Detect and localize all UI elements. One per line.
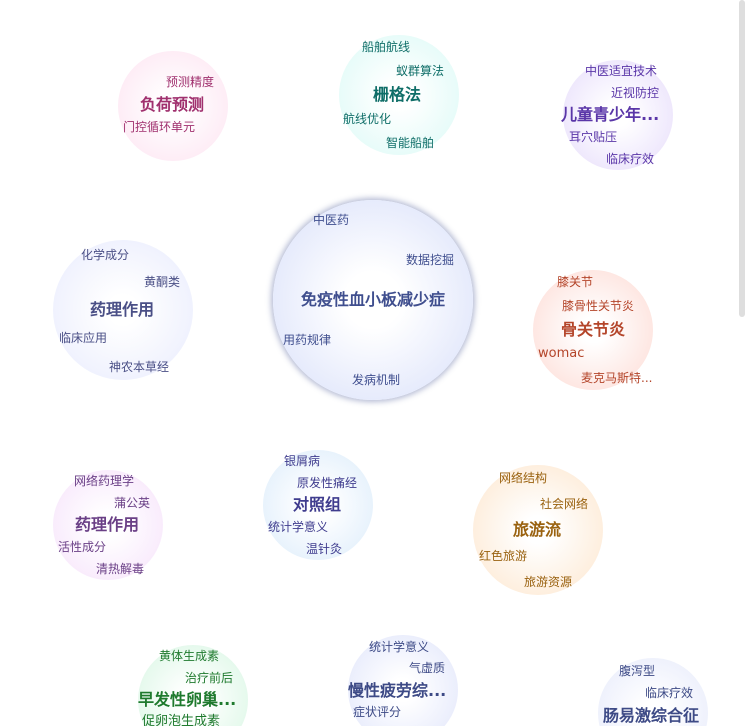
topic-title[interactable]: 栅格法 — [373, 85, 422, 104]
keyword[interactable]: 气虚质 — [409, 661, 446, 675]
keyword[interactable]: 统计学意义 — [369, 640, 430, 654]
topic-title[interactable]: 药理作用 — [75, 515, 140, 534]
keyword[interactable]: 临床疗效 — [606, 152, 655, 166]
keyword[interactable]: 活性成分 — [58, 540, 107, 554]
topic-bubble-tourism-flow[interactable]: 网络结构 社会网络 旅游流 红色旅游 旅游资源 — [473, 465, 603, 595]
keyword[interactable]: 旅游资源 — [524, 575, 573, 589]
keyword[interactable]: 蒲公英 — [114, 496, 151, 510]
topic-title[interactable]: 儿童青少年... — [561, 105, 660, 124]
keyword[interactable]: 临床疗效 — [645, 686, 694, 700]
topic-bubble-children-adolescents[interactable]: 中医适宜技术 近视防控 儿童青少年... 耳穴贴压 临床疗效 — [561, 60, 673, 170]
topic-title[interactable]: 药理作用 — [90, 300, 155, 319]
topic-title[interactable]: 对照组 — [293, 495, 342, 514]
topic-bubble-chronic-fatigue[interactable]: 统计学意义 气虚质 慢性疲劳综... 症状评分 — [348, 635, 458, 726]
vertical-scrollbar[interactable] — [728, 0, 746, 726]
topic-bubble-control-group[interactable]: 银屑病 原发性痛经 对照组 统计学意义 温针灸 — [263, 450, 373, 560]
scrollbar-thumb[interactable] — [739, 0, 745, 317]
keyword[interactable]: 耳穴贴压 — [569, 130, 618, 144]
keyword[interactable]: 麦克马斯特... — [581, 371, 653, 385]
topic-bubble-load-forecasting[interactable]: 预测精度 负荷预测 门控循环单元 — [118, 51, 228, 161]
keyword[interactable]: 促卵泡生成素 — [142, 714, 221, 726]
topic-title[interactable]: 肠易激综合征 — [603, 706, 700, 725]
topic-title[interactable]: 旅游流 — [513, 520, 562, 539]
topic-title[interactable]: 慢性疲劳综... — [348, 681, 447, 700]
keyword[interactable]: 化学成分 — [81, 248, 130, 262]
keyword[interactable]: 预测精度 — [166, 75, 215, 89]
keyword[interactable]: 蚁群算法 — [396, 64, 445, 78]
keyword[interactable]: 门控循环单元 — [123, 120, 196, 134]
keyword[interactable]: 航线优化 — [343, 112, 392, 126]
keyword[interactable]: 智能船舶 — [386, 136, 435, 150]
keyword[interactable]: 膝骨性关节炎 — [562, 299, 635, 313]
keyword[interactable]: 治疗前后 — [185, 671, 234, 685]
keyword[interactable]: 中医药 — [313, 213, 350, 227]
keyword[interactable]: 银屑病 — [284, 454, 321, 468]
keyword[interactable]: 原发性痛经 — [297, 476, 358, 490]
keyword[interactable]: 社会网络 — [540, 497, 589, 511]
keyword[interactable]: womac — [538, 346, 585, 361]
topic-bubble-center-itp[interactable]: 中医药 数据挖掘 免疫性血小板减少症 用药规律 发病机制 — [273, 200, 473, 400]
keyword[interactable]: 黄酮类 — [144, 275, 181, 289]
topic-bubble-grid-method[interactable]: 船舶航线 蚁群算法 栅格法 航线优化 智能船舶 — [339, 35, 459, 155]
keyword[interactable]: 临床应用 — [59, 331, 108, 345]
keyword[interactable]: 症状评分 — [353, 705, 402, 719]
topic-bubble-premature-ovarian[interactable]: 黄体生成素 治疗前后 早发性卵巢... 促卵泡生成素 — [138, 645, 248, 726]
keyword[interactable]: 神农本草经 — [109, 360, 170, 374]
topic-title[interactable]: 负荷预测 — [140, 95, 205, 114]
keyword[interactable]: 清热解毒 — [96, 562, 145, 576]
keyword[interactable]: 红色旅游 — [479, 549, 528, 563]
topic-bubble-ibs[interactable]: 腹泻型 临床疗效 肠易激综合征 — [598, 658, 708, 726]
topic-title[interactable]: 骨关节炎 — [561, 320, 626, 339]
topic-title[interactable]: 免疫性血小板减少症 — [301, 290, 446, 309]
keyword[interactable]: 数据挖掘 — [406, 253, 455, 267]
keyword[interactable]: 用药规律 — [283, 333, 332, 347]
keyword[interactable]: 中医适宜技术 — [585, 64, 658, 78]
keyword[interactable]: 黄体生成素 — [159, 649, 220, 663]
topic-bubble-pharmacology-1[interactable]: 化学成分 黄酮类 药理作用 临床应用 神农本草经 — [53, 240, 193, 380]
keyword[interactable]: 近视防控 — [611, 86, 660, 100]
keyword[interactable]: 网络结构 — [499, 471, 548, 485]
topic-title[interactable]: 早发性卵巢... — [138, 690, 237, 709]
keyword-bubble-canvas: 预测精度 负荷预测 门控循环单元 船舶航线 蚁群算法 栅格法 航线优化 智能船舶… — [53, 35, 708, 726]
keyword[interactable]: 温针灸 — [306, 542, 343, 556]
topic-bubble-osteoarthritis[interactable]: 膝关节 膝骨性关节炎 骨关节炎 womac 麦克马斯特... — [533, 270, 653, 390]
keyword[interactable]: 发病机制 — [352, 373, 401, 387]
keyword[interactable]: 船舶航线 — [362, 40, 411, 54]
topic-bubble-pharmacology-2[interactable]: 网络药理学 蒲公英 药理作用 活性成分 清热解毒 — [53, 470, 163, 580]
keyword[interactable]: 统计学意义 — [268, 520, 329, 534]
keyword[interactable]: 网络药理学 — [74, 474, 135, 488]
keyword[interactable]: 腹泻型 — [619, 664, 656, 678]
keyword[interactable]: 膝关节 — [557, 275, 594, 289]
